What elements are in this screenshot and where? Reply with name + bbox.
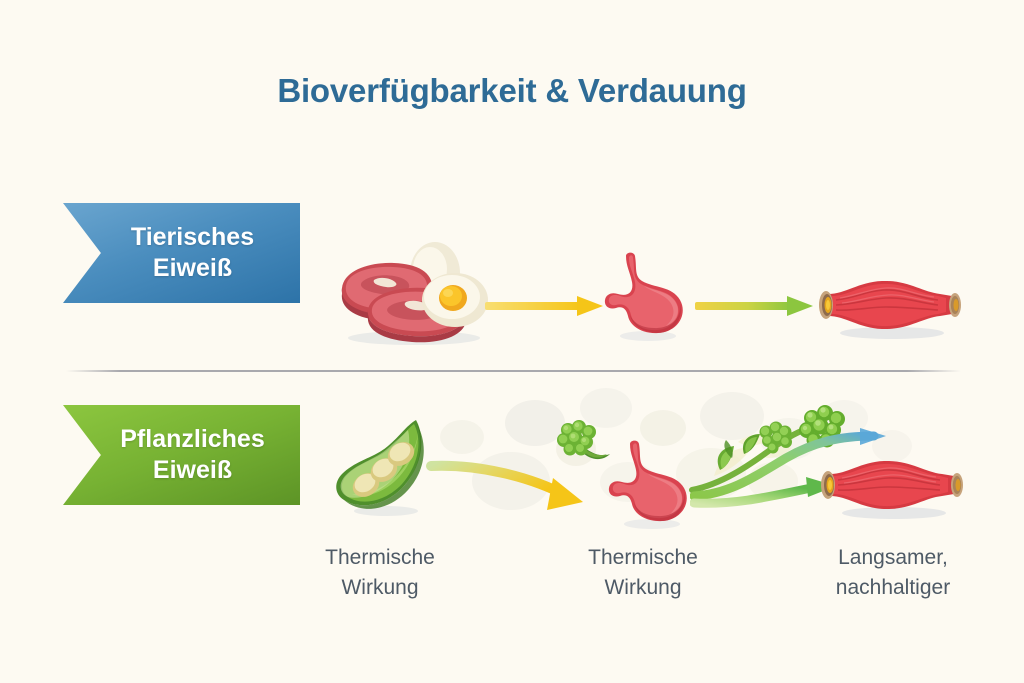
caption-2-line1: Thermische <box>588 546 698 569</box>
caption-1-line2: Wirkung <box>341 576 419 600</box>
steak-and-egg-icon <box>322 236 502 346</box>
banner-animal-protein: Tierisches Eiweiß <box>63 203 300 303</box>
muscle-icon <box>814 452 972 520</box>
caption-2-line2: Wirkung <box>604 576 682 600</box>
caption-thermal-effect-2: Thermische Wirkung <box>533 543 753 604</box>
muscle-icon <box>812 272 970 340</box>
page-title: Bioverfügbarkeit & Verdauung <box>277 72 747 109</box>
banner-animal-line1: Tierisches <box>130 222 255 251</box>
arrow-curved-icon <box>425 440 605 516</box>
stomach-icon <box>600 438 696 530</box>
arrow-right-icon <box>695 290 815 322</box>
banner-animal-line2: Eiweiß <box>152 254 233 282</box>
caption-3-line1: Langsamer, <box>838 546 948 569</box>
caption-thermal-effect-1: Thermische Wirkung <box>270 543 490 604</box>
caption-3-line2: nachhaltiger <box>835 576 951 600</box>
arrow-curved-icon <box>689 455 880 515</box>
row-divider <box>66 370 961 372</box>
broccoli-branch-icon <box>686 398 886 498</box>
arrow-right-icon <box>485 290 605 322</box>
banner-plant-line2: Eiweiß <box>152 456 233 484</box>
pea-pod-icon <box>330 412 442 520</box>
arrow-curved-icon <box>689 418 920 504</box>
stomach-icon <box>596 250 692 342</box>
broccoli-icon <box>552 420 632 482</box>
caption-1-line1: Thermische <box>325 546 435 569</box>
caption-slower-sustained: Langsamer, nachhaltiger <box>783 543 1003 604</box>
banner-plant-line1: Pflanzliches <box>120 424 265 453</box>
banner-plant-protein: Pflanzliches Eiweiß <box>63 405 300 505</box>
